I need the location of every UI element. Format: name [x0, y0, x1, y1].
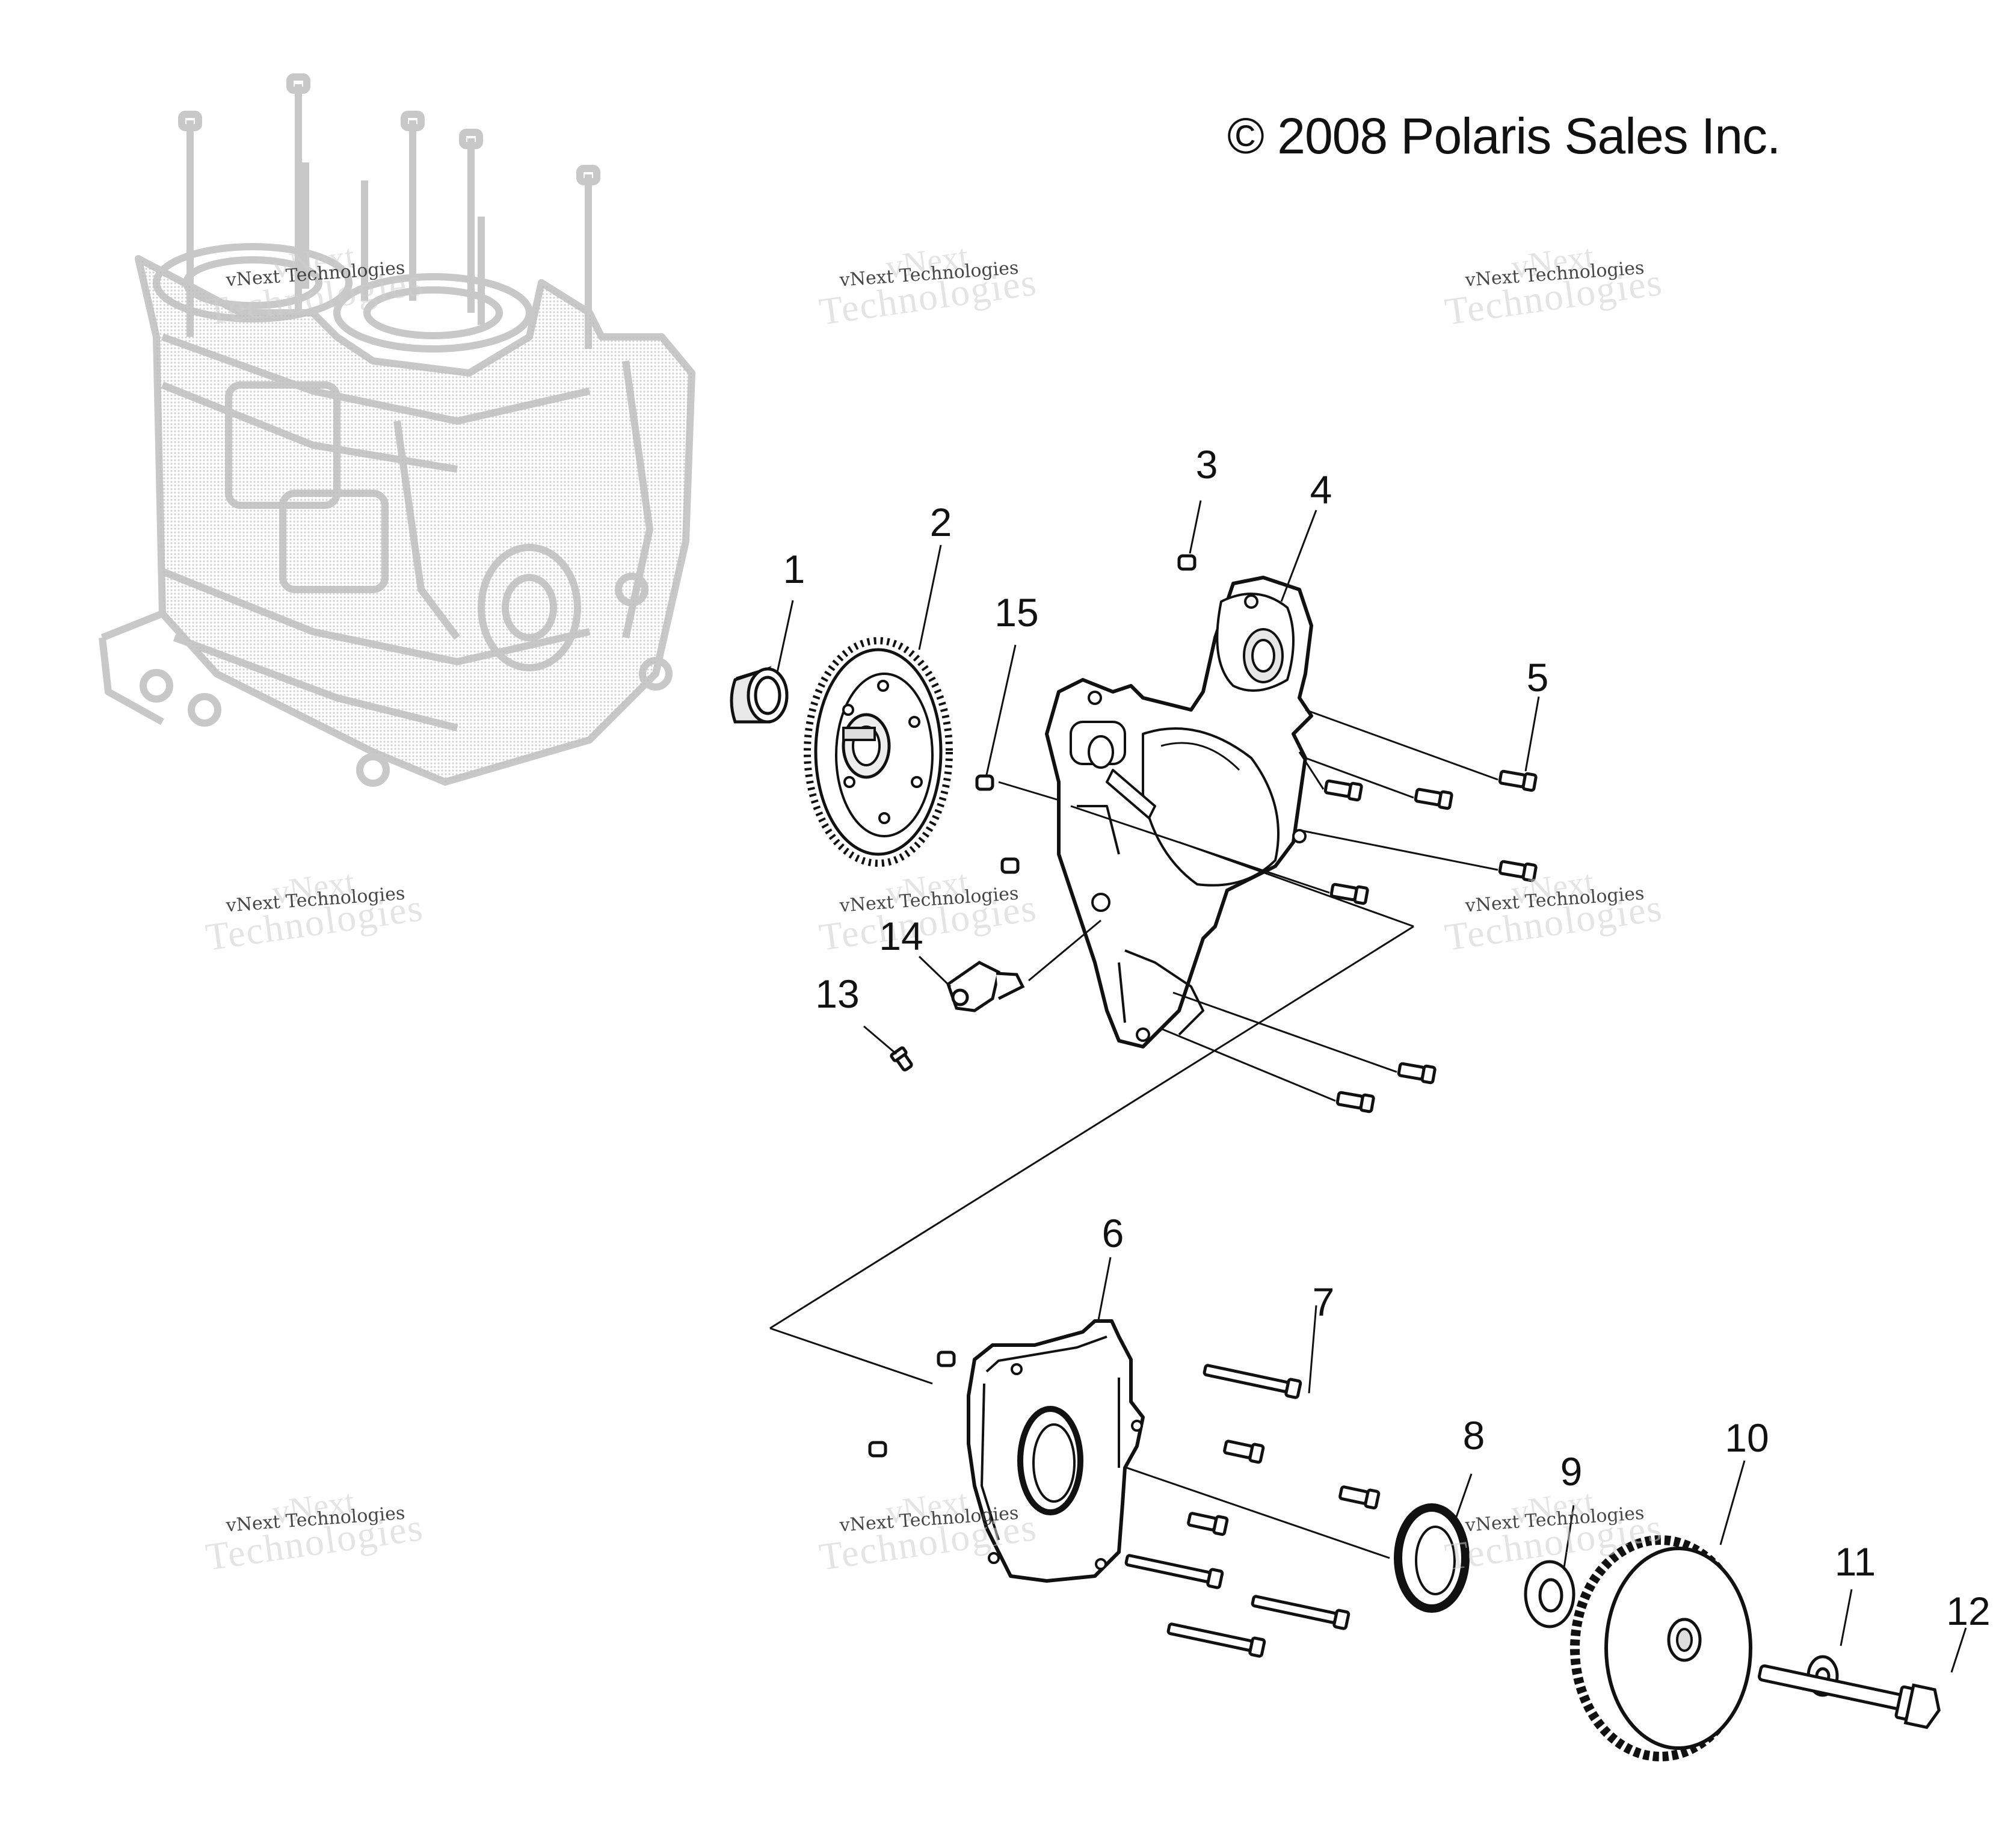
callout-5: 5: [1526, 655, 1549, 700]
dowels-misc: [868, 857, 1020, 1458]
callout-13: 13: [815, 972, 860, 1016]
part-4-front-cover: [1045, 576, 1313, 1049]
callout-2: 2: [929, 500, 952, 544]
part-14-sensor: [946, 961, 1025, 1012]
callout-14: 14: [879, 914, 923, 958]
leader-lines: [769, 500, 1967, 1673]
callout-6: 6: [1101, 1211, 1124, 1255]
part-8-oil-seal: [1394, 1503, 1470, 1613]
part-2-flywheel-gear: [804, 637, 953, 867]
callout-3: 3: [1195, 442, 1218, 487]
part-7-bolts: [1124, 1364, 1381, 1658]
callout-11: 11: [1834, 1539, 1876, 1584]
callout-7: 7: [1312, 1280, 1335, 1324]
part-6-cover-plate: [967, 1319, 1145, 1583]
part-10-pulley: [1570, 1535, 1752, 1761]
part-12-flange-bolt: [1758, 1664, 1941, 1729]
part-9-washer: [1524, 1560, 1575, 1628]
copyright-notice: © 2008 Polaris Sales Inc.: [1227, 108, 1781, 164]
part-5-bolts: [1323, 769, 1538, 1113]
callout-15: 15: [994, 590, 1039, 635]
part-3-dowel: [1177, 554, 1197, 571]
callout-8: 8: [1462, 1413, 1485, 1458]
part-13-screw: [890, 1046, 913, 1071]
callout-10: 10: [1725, 1415, 1769, 1460]
callout-12: 12: [1946, 1589, 1991, 1633]
part-1-bushing: [730, 666, 789, 724]
callout-9: 9: [1560, 1449, 1583, 1494]
callout-4: 4: [1310, 467, 1332, 512]
callout-1: 1: [783, 547, 805, 591]
part-15-dowel: [975, 774, 994, 791]
